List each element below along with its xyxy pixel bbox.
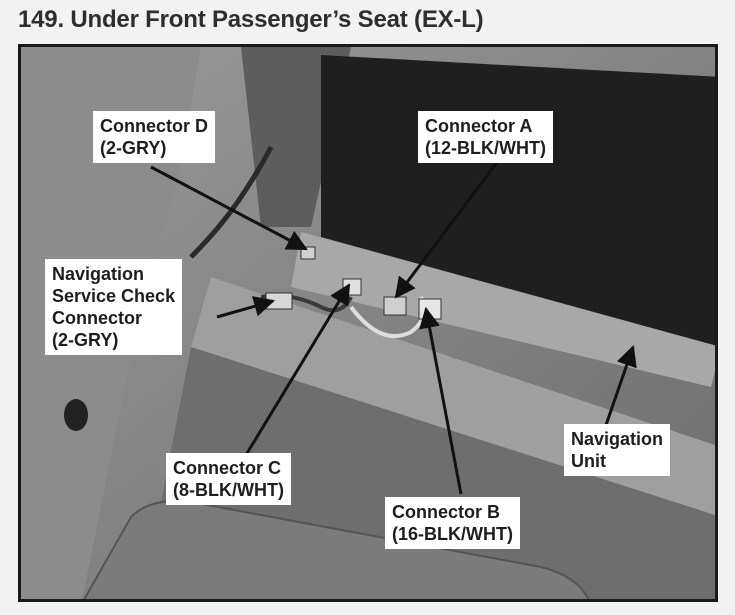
label-service-check-line4: (2-GRY): [52, 330, 119, 350]
label-connector-c-line1: Connector C: [173, 458, 281, 478]
label-connector-c-line2: (8-BLK/WHT): [173, 480, 284, 500]
label-connector-d-line2: (2-GRY): [100, 138, 167, 158]
label-navigation-unit-line1: Navigation: [571, 429, 664, 449]
page-title: 149. Under Front Passenger’s Seat (EX-L): [18, 6, 484, 33]
connector-a: [383, 296, 407, 316]
connector-d: [300, 246, 316, 260]
label-connector-b-line1: Connector B: [392, 502, 500, 522]
label-service-check-line1: Navigation: [52, 264, 145, 284]
label-connector-a-line1: Connector A: [425, 116, 533, 136]
arrow-connector-a: [394, 156, 503, 299]
wire-harness: [189, 145, 274, 259]
label-navigation-unit: Navigation Unit: [564, 424, 671, 476]
label-connector-a-line2: (12-BLK/WHT): [425, 138, 546, 158]
label-service-check-line2: Service Check: [52, 286, 176, 306]
arrow-service-check: [216, 296, 276, 319]
label-connector-d: Connector D (2-GRY): [93, 111, 215, 163]
label-connector-b: Connector B (16-BLK/WHT): [385, 497, 520, 549]
label-connector-c: Connector C (8-BLK/WHT): [166, 453, 291, 505]
label-navigation-unit-line2: Unit: [571, 451, 606, 471]
label-connector-a: Connector A (12-BLK/WHT): [418, 111, 553, 163]
arrow-connector-c: [244, 283, 351, 456]
connector-b: [418, 298, 442, 320]
arrow-navigation-unit: [604, 345, 637, 426]
floor-hole: [64, 399, 88, 431]
label-service-check-line3: Connector: [52, 308, 142, 328]
arrow-connector-b: [419, 306, 463, 495]
label-connector-d-line1: Connector D: [100, 116, 208, 136]
seat-rail-lower: [83, 500, 590, 599]
photo-illustration: [21, 47, 715, 599]
label-connector-b-line2: (16-BLK/WHT): [392, 524, 513, 544]
arrow-connector-d: [150, 165, 308, 251]
photo: Connector D (2-GRY) Connector A (12-BLK/…: [18, 44, 718, 602]
label-service-check-connector: Navigation Service Check Connector (2-GR…: [45, 259, 183, 355]
navigation-unit-front: [291, 232, 715, 387]
